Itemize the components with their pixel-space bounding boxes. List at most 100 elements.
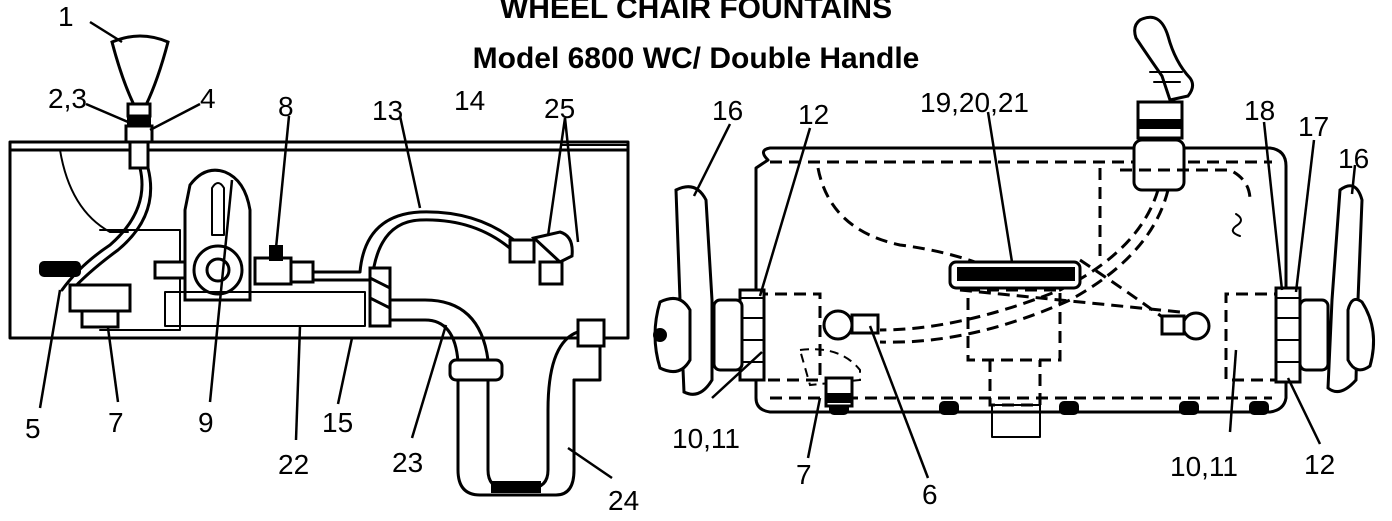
trap-cleanout <box>491 481 541 493</box>
right-valve-flange <box>1274 286 1302 384</box>
leader-10-11-left <box>711 351 763 399</box>
waste-coupling <box>368 266 392 328</box>
leader-4 <box>149 102 201 132</box>
slip-nut <box>448 358 504 382</box>
leader-6 <box>868 325 930 479</box>
leader-9 <box>208 179 234 403</box>
leader-10-11-right <box>1228 349 1238 433</box>
bubbler-neck-lines <box>1149 71 1183 83</box>
callout-16-right: 16 <box>1338 143 1369 174</box>
callout-7-right: 7 <box>796 459 812 490</box>
angle-stop-outlet <box>538 260 564 286</box>
dashed-diag-line <box>1079 258 1181 332</box>
callout-25: 25 <box>544 93 575 124</box>
trap-arm <box>388 298 550 490</box>
drain-nut <box>80 309 120 329</box>
callout-5: 5 <box>25 413 41 444</box>
left-cartridge <box>822 309 854 341</box>
front-bubbler-band <box>1137 119 1183 129</box>
drain-tail-dashed <box>988 360 1042 407</box>
leader-16-left <box>692 123 732 197</box>
diagram-title: WHEEL CHAIR FOUNTAINS <box>499 0 893 25</box>
callout-9: 9 <box>198 407 214 438</box>
callout-13: 13 <box>372 95 403 126</box>
callout-1: 1 <box>58 1 74 32</box>
valve-slot <box>211 182 225 236</box>
bubbler-head <box>110 34 170 107</box>
callout-23: 23 <box>392 447 423 478</box>
left-side-view: 1 2,3 4 8 13 14 25 5 7 9 22 15 23 24 <box>8 1 639 516</box>
front-bubbler-base <box>1132 138 1186 192</box>
diagram-subtitle: Model 6800 WC/ Double Handle <box>472 42 920 75</box>
callout-16-left: 16 <box>712 95 743 126</box>
leader-19-20-21 <box>986 111 1014 263</box>
cabinet-feet <box>829 401 1269 415</box>
leader-16-right <box>1350 164 1357 195</box>
leader-17 <box>1294 139 1316 293</box>
right-handle-hub <box>1298 298 1330 372</box>
angle-stop-nut <box>508 238 536 264</box>
dashed-supply-b <box>879 189 1170 344</box>
left-valve-dashed <box>756 292 822 382</box>
leader-12-left <box>758 127 812 297</box>
leader-2-3 <box>85 102 129 124</box>
dashed-supply-a <box>879 189 1160 332</box>
drain-body-dashed <box>966 288 1062 362</box>
trap-outlet-cap <box>576 318 606 348</box>
bowl-outline <box>59 149 129 233</box>
cabinet-housing <box>8 140 630 340</box>
callout-10-11-right: 10,11 <box>1170 451 1238 482</box>
bracket-left <box>99 229 181 331</box>
bubbler-shank <box>128 140 150 170</box>
leader-23 <box>410 324 448 439</box>
callout-17: 17 <box>1298 111 1329 142</box>
leader-24 <box>567 446 613 480</box>
strainer-grid <box>957 267 1075 281</box>
waste-tube <box>164 291 366 327</box>
right-cartridge-stem <box>1160 314 1186 336</box>
callout-18: 18 <box>1244 95 1275 126</box>
squiggle-mark <box>1231 213 1242 237</box>
left-cartridge-stem <box>850 313 880 335</box>
valve-hub <box>205 257 231 283</box>
supply-tube-inner <box>311 218 514 282</box>
leader-5 <box>38 289 62 409</box>
drain-body <box>68 283 132 313</box>
callout-15: 15 <box>322 407 353 438</box>
callout-22: 22 <box>278 449 309 480</box>
left-handle-button <box>653 328 667 342</box>
front-cabinet <box>754 146 1288 414</box>
callout-10-11-left: 10,11 <box>672 423 740 454</box>
compression-nut <box>289 260 315 284</box>
right-cartridge <box>1181 311 1211 341</box>
leader-15 <box>336 337 354 405</box>
supply-tube <box>311 210 522 274</box>
callout-12-right: 12 <box>1304 449 1335 480</box>
front-bubbler-gooseneck <box>1133 15 1195 102</box>
valve-left-port <box>153 260 187 280</box>
leader-7-right <box>806 397 822 459</box>
drain-tail <box>991 404 1041 438</box>
leader-8 <box>274 115 291 249</box>
left-handle-hub <box>712 298 744 372</box>
callout-24: 24 <box>608 485 639 516</box>
callout-6: 6 <box>922 479 938 510</box>
right-valve-dashed <box>1224 292 1286 382</box>
left-drain-band <box>825 393 853 403</box>
tube-fitting <box>39 261 81 277</box>
leader-22 <box>294 325 302 441</box>
left-valve-threads <box>740 297 764 363</box>
leader-25 <box>546 117 580 243</box>
left-valve-flange <box>738 288 766 382</box>
left-cartridge-body <box>798 348 861 387</box>
leader-13 <box>398 115 422 209</box>
right-handle-knob <box>1346 297 1376 372</box>
bubbler-stem <box>126 102 152 118</box>
dashed-waste-line <box>816 167 976 264</box>
waste-coupling-marks <box>368 276 392 310</box>
bubbler-tube-inner <box>68 166 153 294</box>
right-valve-threads <box>1276 297 1300 363</box>
callout-12-left: 12 <box>798 99 829 130</box>
